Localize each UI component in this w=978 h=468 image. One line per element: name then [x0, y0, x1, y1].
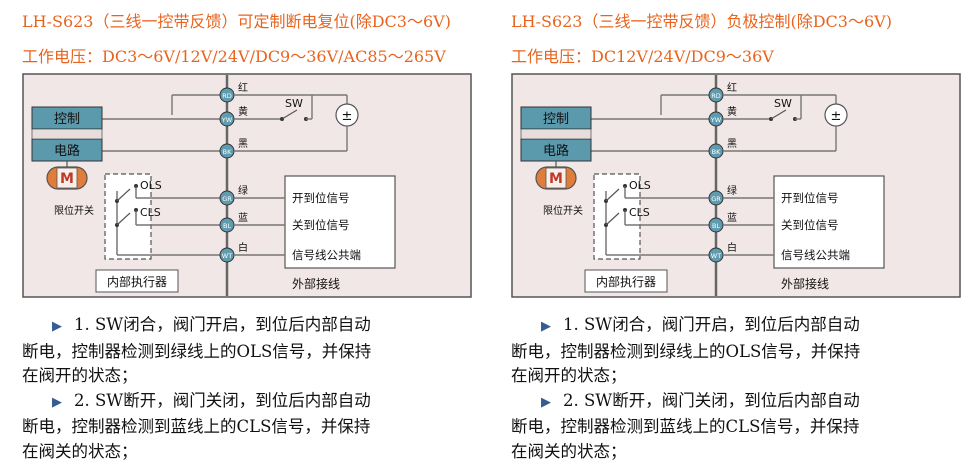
cls-label: CLS	[140, 206, 161, 219]
close-signal-label: 关到位信号	[781, 218, 839, 232]
sw-switch	[281, 109, 298, 120]
cls-label: CLS	[629, 206, 650, 219]
bullet-icon: ▶	[52, 319, 62, 334]
internal-actuator-label: 内部执行器	[596, 274, 656, 289]
limit-switch-label: 限位开关	[54, 204, 94, 217]
svg-text:RD: RD	[711, 92, 721, 100]
terminal-bl: BL	[219, 217, 235, 233]
notes: ▶1. SW闭合，阀门开启，到位后内部自动断电，控制器检测到绿线上的OLS信号，…	[511, 313, 941, 464]
svg-text:GR: GR	[222, 195, 232, 203]
motor-label: M	[60, 171, 74, 187]
panel-title: LH-S623（三线一控带反馈）负极控制(除DC3～6V)	[511, 12, 892, 31]
external-wiring-label: 外部接线	[292, 276, 340, 291]
open-signal-label: 开到位信号	[781, 191, 839, 205]
sw-switch	[770, 109, 787, 120]
svg-text:WT: WT	[222, 252, 232, 260]
svg-text:YW: YW	[221, 116, 233, 124]
terminal-gr: GR	[708, 190, 724, 206]
internal-actuator-box	[104, 173, 152, 260]
sw-label: SW	[774, 97, 792, 110]
svg-text:YW: YW	[710, 116, 722, 124]
internal-actuator-tag	[95, 269, 179, 293]
close-signal-label: 关到位信号	[292, 218, 350, 232]
panel-title: LH-S623（三线一控带反馈）可定制断电复位(除DC3～6V)	[22, 12, 451, 31]
wire-green-label: 绿	[727, 184, 737, 197]
bullet-icon: ▶	[541, 394, 551, 410]
bullet-icon: ▶	[52, 394, 62, 410]
wire-red-label: 红	[727, 81, 737, 94]
control-label: 控制	[54, 112, 80, 127]
diagram-container: 控制 电路 M 限位开关 OLS CLS 内部执行器 RD YW BK GR	[511, 73, 961, 298]
sw-label: SW	[285, 97, 303, 110]
wire-white-label: 白	[727, 241, 737, 254]
terminal-wt: WT	[219, 247, 235, 263]
motor-label: M	[549, 171, 563, 187]
terminal-gr: GR	[219, 190, 235, 206]
wire-yellow-label: 黄	[727, 105, 737, 118]
svg-text:WT: WT	[711, 252, 721, 260]
ols-label: OLS	[629, 179, 651, 192]
internal-actuator-box	[593, 173, 641, 260]
terminal-bk: BK	[219, 143, 235, 159]
wiring-diagram: 控制 电路 M 限位开关 OLS CLS 内部执行器 RD YW BK GR	[511, 73, 961, 298]
internal-actuator-tag	[584, 269, 668, 293]
control-label: 控制	[543, 112, 569, 127]
external-signal-box	[284, 175, 396, 269]
wire-blue-label: 蓝	[238, 212, 248, 224]
wire-red-label: 红	[238, 81, 248, 94]
left-panel: LH-S623（三线一控带反馈）可定制断电复位(除DC3～6V) 工作电压：DC…	[22, 12, 472, 464]
wire-green-label: 绿	[238, 184, 248, 197]
note-1: ▶1. SW闭合，阀门开启，到位后内部自动断电，控制器检测到绿线上的OLS信号，…	[22, 315, 372, 385]
wire-blue-label: 蓝	[727, 212, 737, 224]
internal-actuator-label: 内部执行器	[107, 274, 167, 289]
svg-text:BK: BK	[223, 148, 232, 156]
note-2: ▶2. SW断开，阀门关闭，到位后内部自动断电，控制器检测到蓝线上的CLS信号，…	[22, 390, 371, 461]
terminal-yw: YW	[219, 111, 235, 127]
note-1: ▶1. SW闭合，阀门开启，到位后内部自动断电，控制器检测到绿线上的OLS信号，…	[511, 315, 861, 385]
open-signal-label: 开到位信号	[292, 191, 350, 205]
svg-text:BL: BL	[223, 222, 231, 230]
terminal-bk: BK	[708, 143, 724, 159]
common-signal-label: 信号线公共端	[781, 248, 850, 262]
terminal-yw: YW	[708, 111, 724, 127]
note-2: ▶2. SW断开，阀门关闭，到位后内部自动断电，控制器检测到蓝线上的CLS信号，…	[511, 390, 860, 461]
diagram-container: 控制 电路 M 限位开关 OLS CLS 内部执行器 RD YW BK GR	[22, 73, 472, 298]
svg-text:BL: BL	[712, 222, 720, 230]
terminal-bl: BL	[708, 217, 724, 233]
power-symbol: ±	[831, 109, 842, 124]
right-panel: LH-S623（三线一控带反馈）负极控制(除DC3～6V) 工作电压：DC12V…	[489, 0, 978, 468]
circuit-label: 电路	[54, 143, 80, 159]
power-symbol: ±	[342, 109, 353, 124]
wire-white-label: 白	[238, 241, 248, 254]
working-voltage: 工作电压：DC12V/24V/DC9～36V	[511, 47, 774, 66]
svg-text:RD: RD	[222, 92, 232, 100]
wire-black-label: 黑	[727, 138, 737, 150]
svg-text:BK: BK	[712, 148, 721, 156]
bullet-icon: ▶	[541, 319, 551, 334]
ols-label: OLS	[140, 179, 162, 192]
terminal-wt: WT	[708, 247, 724, 263]
svg-text:GR: GR	[711, 195, 721, 203]
circuit-label: 电路	[543, 143, 569, 159]
wire-yellow-label: 黄	[238, 105, 248, 118]
common-signal-label: 信号线公共端	[292, 248, 361, 262]
wire-black-label: 黑	[238, 138, 248, 150]
terminal-rd: RD	[708, 87, 724, 103]
limit-switch-label: 限位开关	[543, 204, 583, 217]
external-signal-box	[773, 175, 885, 269]
terminal-rd: RD	[219, 87, 235, 103]
notes: ▶1. SW闭合，阀门开启，到位后内部自动断电，控制器检测到绿线上的OLS信号，…	[22, 313, 452, 464]
external-wiring-label: 外部接线	[781, 276, 829, 291]
working-voltage: 工作电压：DC3～6V/12V/24V/DC9～36V/AC85～265V	[22, 47, 446, 66]
wiring-diagram: 控制 电路 M 限位开关 OLS CLS 内部执行器 RD YW BK GR	[22, 73, 472, 298]
